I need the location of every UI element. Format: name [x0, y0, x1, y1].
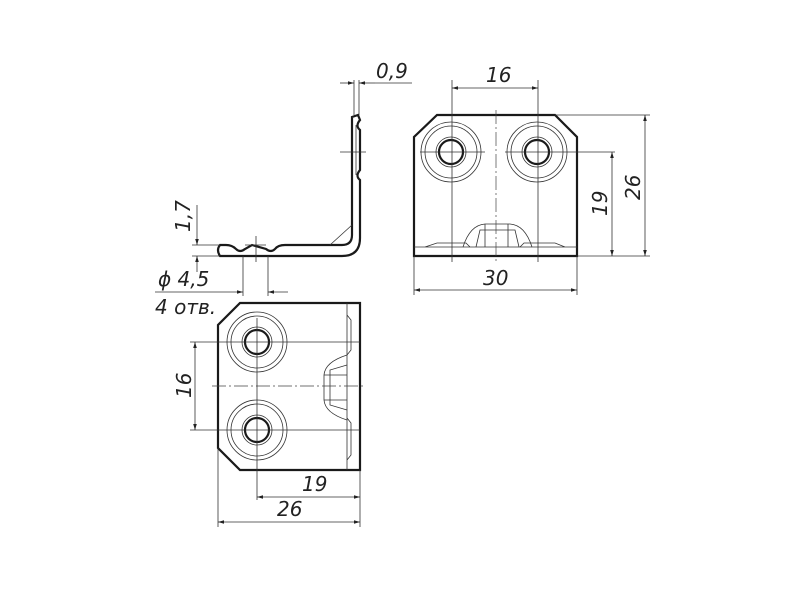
- hole-spacing-dim-label: 16: [172, 373, 196, 398]
- side-view: 0,9 1,7 ϕ 4,5 4 отв.: [155, 59, 412, 319]
- hole-dim-label: ϕ 4,5: [158, 267, 209, 291]
- plate-outline: [412, 113, 579, 258]
- plate-outline: [216, 301, 362, 472]
- bracket-profile: [216, 113, 362, 258]
- front-view: 16 26 19 30: [412, 63, 650, 295]
- hole-height-dim-label: 19: [588, 191, 612, 216]
- hole-note-label: 4 отв.: [155, 295, 216, 319]
- width-dim-label: 30: [483, 266, 508, 290]
- bottom-view: 16 19 26: [172, 301, 366, 527]
- thickness-dim-label: 0,9: [376, 59, 408, 83]
- depth-dim-label: 26: [277, 497, 302, 521]
- hole-offset-dim-label: 19: [302, 472, 327, 496]
- hole-spacing-dim-label: 16: [486, 63, 511, 87]
- height-dim-label: 1,7: [171, 200, 195, 232]
- height-dim-label: 26: [621, 175, 645, 200]
